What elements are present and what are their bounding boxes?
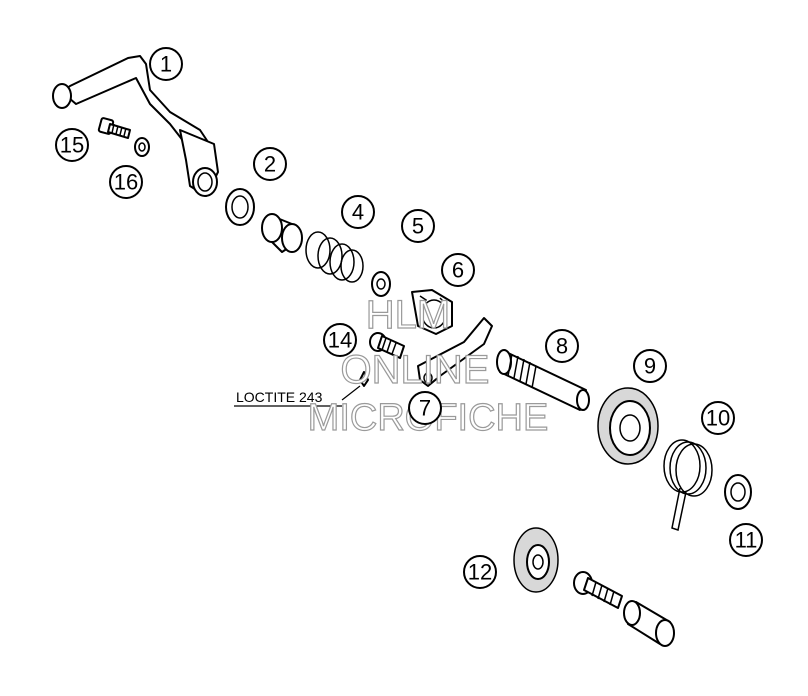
loctite-note: LOCTITE 243	[236, 389, 323, 405]
callout-12: 12	[463, 555, 497, 589]
callout-6: 6	[441, 253, 475, 287]
sleeve-3	[261, 213, 303, 253]
washer-11	[724, 474, 752, 510]
ratchet-6	[411, 289, 453, 335]
callout-label-5: 5	[412, 214, 424, 239]
callout-label-6: 6	[452, 258, 464, 283]
callout-14: 14	[323, 323, 357, 357]
watermark-line2: ONLINE	[341, 348, 490, 392]
callout-7: 7	[408, 391, 442, 425]
callout-label-4: 4	[352, 200, 364, 225]
callout-2: 2	[253, 147, 287, 181]
callout-label-1: 1	[160, 52, 172, 77]
gear-12	[513, 527, 559, 593]
callout-8: 8	[545, 329, 579, 363]
shaft-8	[496, 349, 590, 411]
callout-label-12: 12	[468, 560, 492, 585]
watermark-line1: HLM	[366, 293, 450, 337]
washer-5	[371, 271, 391, 297]
callout-label-10: 10	[706, 406, 730, 431]
callout-9: 9	[633, 349, 667, 383]
callout-label-11: 11	[735, 528, 758, 553]
kick-lever	[52, 55, 219, 197]
seal-2	[225, 188, 255, 226]
callout-11: 11	[729, 523, 763, 557]
screw-14	[359, 332, 405, 387]
bolt-15	[97, 117, 131, 139]
callout-16: 16	[109, 165, 143, 199]
callout-label-7: 7	[419, 396, 431, 421]
callout-label-15: 15	[60, 133, 84, 158]
callout-10: 10	[701, 401, 735, 435]
note-leader	[341, 385, 361, 401]
callout-5: 5	[401, 209, 435, 243]
callout-4: 4	[341, 195, 375, 229]
spring-10	[663, 439, 713, 531]
sleeve-13	[623, 600, 675, 647]
callout-1: 1	[149, 47, 183, 81]
callout-label-2: 2	[264, 152, 276, 177]
callout-label-16: 16	[114, 170, 138, 195]
guide-plate-7	[417, 317, 493, 387]
spring-4	[305, 231, 364, 283]
callout-label-14: 14	[328, 328, 352, 353]
washer-16	[134, 137, 150, 157]
callout-label-9: 9	[644, 354, 656, 379]
callout-label-8: 8	[556, 334, 568, 359]
gear-9	[597, 387, 659, 465]
bolt-13	[573, 571, 623, 609]
callout-15: 15	[55, 128, 89, 162]
